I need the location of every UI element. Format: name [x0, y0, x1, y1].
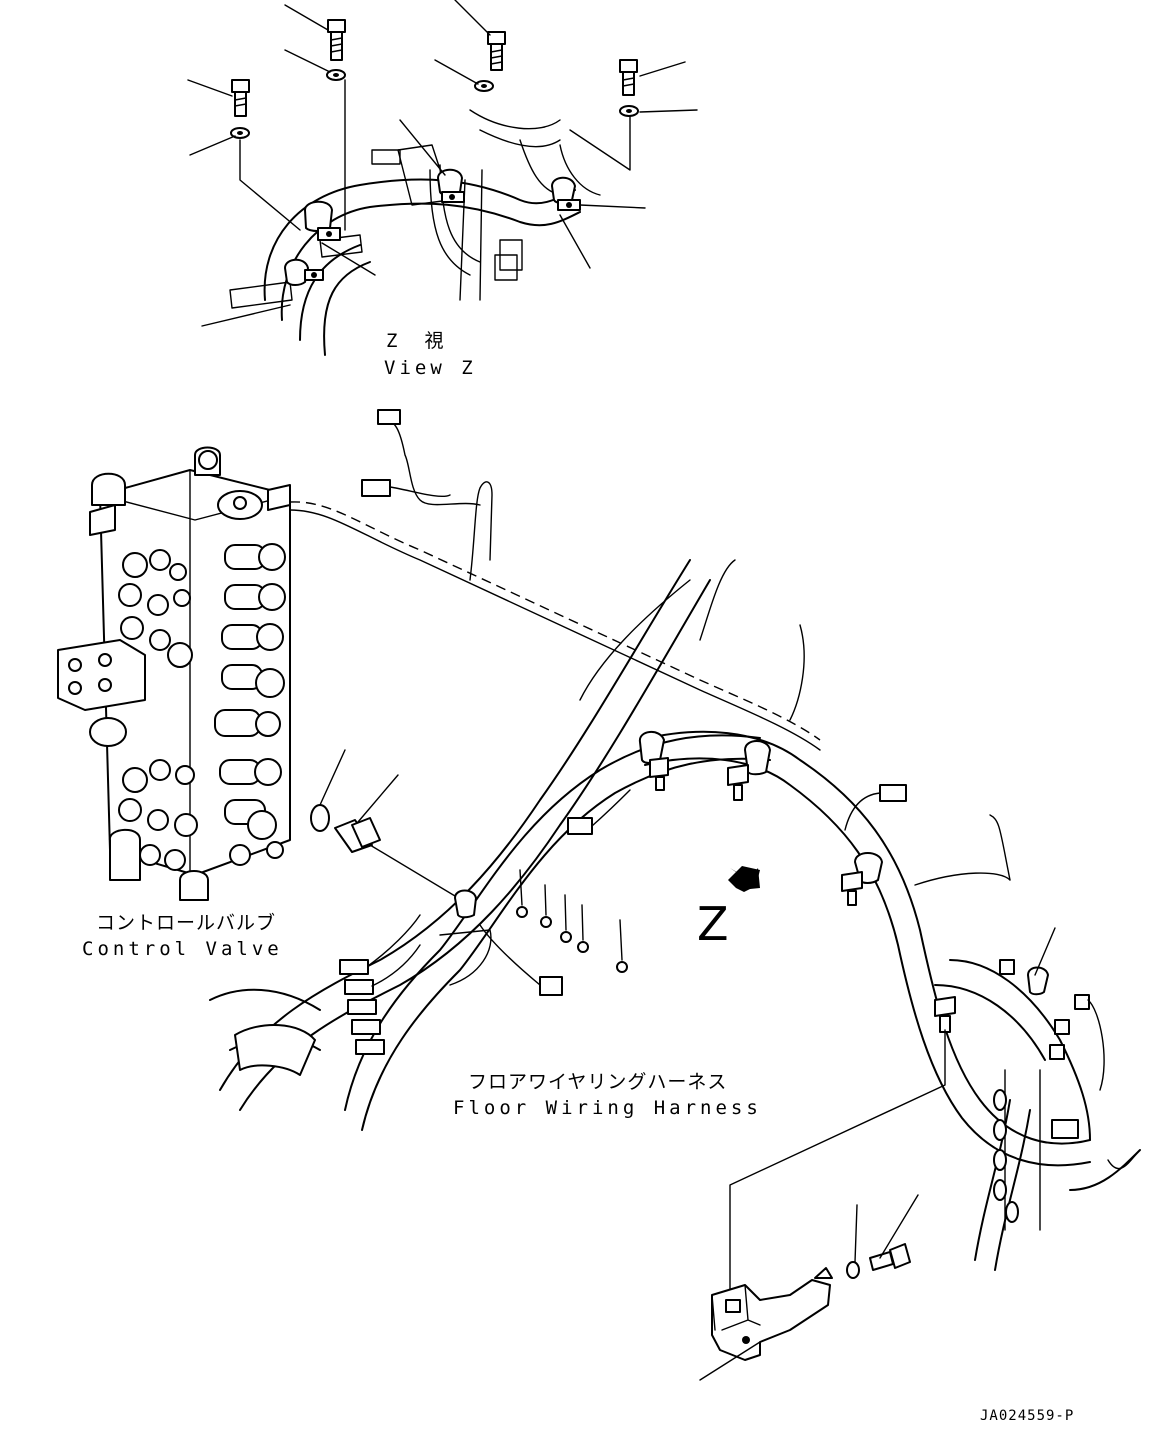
floor-harness-label-en: Floor Wiring Harness [453, 1097, 762, 1119]
floor-harness [209, 409, 1141, 1301]
view-z-washers [230, 69, 639, 139]
view-z-harness [229, 79, 631, 356]
ring-terminals [516, 869, 628, 973]
view-z-bolt-4 [619, 59, 638, 96]
view-z-detail: Z 視 View Z [187, 0, 698, 379]
o-ring [310, 749, 346, 832]
harness-clamps [454, 731, 1049, 1033]
control-valve [57, 446, 291, 901]
bracket-assembly [699, 1194, 919, 1381]
view-z-label-jp: Z 視 [386, 330, 447, 352]
view-z-label-en: View Z [384, 357, 477, 379]
view-z-letter: Z [697, 897, 729, 951]
harness-connectors [479, 784, 1105, 1139]
control-valve-label-en: Control Valve [82, 938, 283, 960]
control-valve-spools [214, 543, 286, 866]
view-z-clamp-4 [551, 176, 581, 211]
drawing-code: JA024559-P [980, 1408, 1074, 1424]
view-z-clamp-3 [437, 168, 465, 203]
pressure-sensor [334, 774, 471, 906]
floor-harness-label-jp: フロアワイヤリングハーネス [468, 1071, 727, 1093]
view-z-bolt-1 [327, 19, 346, 61]
view-z-bolt-3 [231, 79, 250, 117]
view-z-bolt-2 [487, 31, 506, 71]
right-assembly [993, 1069, 1141, 1231]
control-valve-ports [118, 549, 198, 871]
view-z-clamp-1 [304, 200, 341, 241]
control-valve-label-jp: コントロールバルブ [96, 911, 276, 934]
view-z-leaders [187, 0, 698, 327]
view-z-marker: Z [697, 866, 760, 951]
view-z-clamp-2 [284, 258, 324, 286]
connector-stack [339, 914, 492, 1055]
